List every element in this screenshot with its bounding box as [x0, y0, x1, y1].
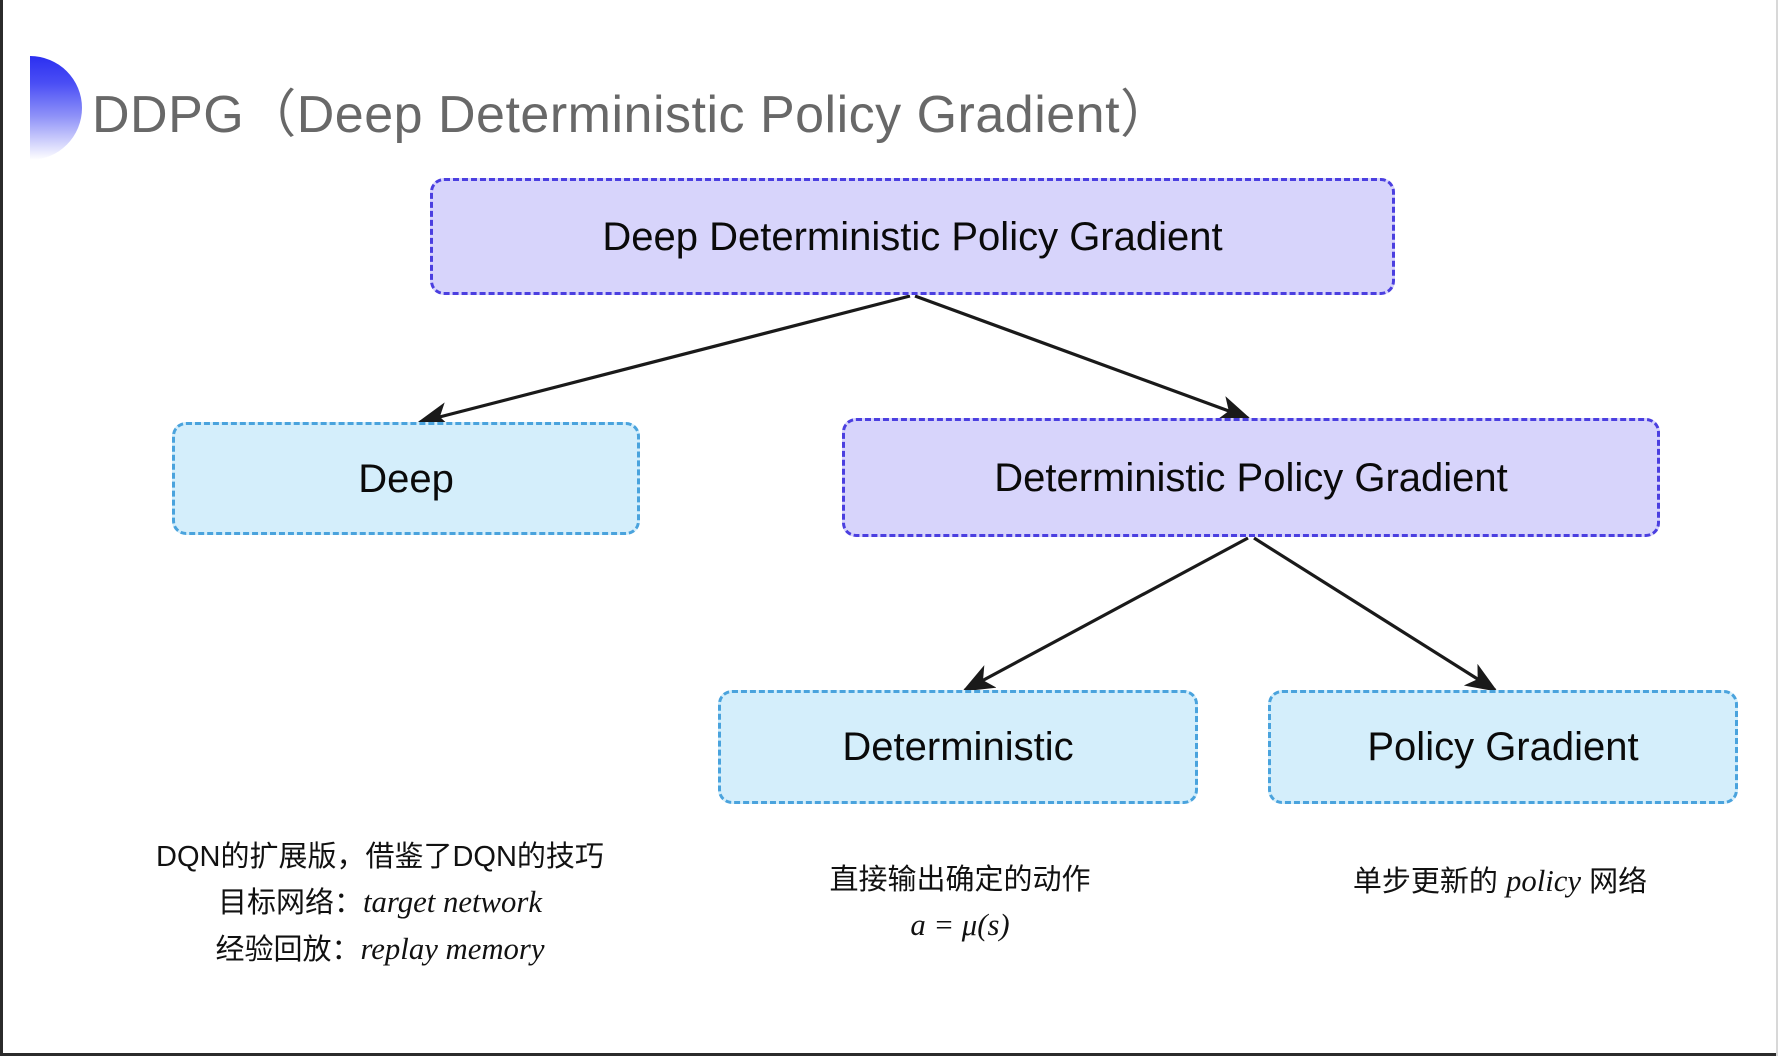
edge-dpg-to-policy-gradient	[1253, 536, 1498, 692]
node-policy-gradient[interactable]: Policy Gradient	[1268, 690, 1738, 804]
caption-deterministic: 直接输出确定的动作 a = μ(s)	[720, 858, 1200, 949]
slide-frame-left-edge	[0, 0, 3, 1056]
caption-deterministic-formula: a = μ(s)	[910, 908, 1010, 943]
page-title: DDPG（Deep Deterministic Policy Gradient）	[92, 86, 1173, 144]
node-deep-deterministic-policy-gradient[interactable]: Deep Deterministic Policy Gradient	[430, 178, 1395, 295]
caption-policy-gradient-line2: policy 网络	[1505, 864, 1648, 898]
caption-deep-line2-term: target network	[363, 885, 542, 920]
caption-policy-gradient-term: policy	[1505, 864, 1582, 898]
caption-deep: DQN的扩展版，借鉴了DQN的技巧 目标网络：target network 经验…	[100, 835, 660, 972]
caption-deterministic-line1: 直接输出确定的动作	[829, 864, 1091, 896]
slide-frame-right-edge	[1776, 0, 1778, 1056]
edge-dpg-to-deterministic	[962, 536, 1249, 692]
edge-root-to-deep	[416, 294, 911, 428]
caption-deep-line1: DQN的扩展版，借鉴了DQN的技巧	[156, 841, 604, 873]
caption-policy-gradient-line1: 单步更新的	[1352, 866, 1498, 898]
caption-deep-line3-term: replay memory	[360, 931, 545, 966]
caption-policy-gradient: 单步更新的 policy 网络	[1290, 858, 1710, 905]
node-deterministic[interactable]: Deterministic	[718, 690, 1198, 804]
edge-root-to-dpg	[914, 294, 1252, 421]
slide-frame-bottom-edge	[0, 1053, 1778, 1056]
caption-deep-line3: 经验回放：replay memory	[100, 926, 660, 973]
half-circle-bullet-icon	[30, 56, 82, 160]
node-deterministic-policy-gradient[interactable]: Deterministic Policy Gradient	[842, 418, 1660, 537]
caption-deep-line2: 目标网络：target network	[100, 879, 660, 926]
node-deep[interactable]: Deep	[172, 422, 640, 535]
caption-deep-line3-label: 经验回放：	[215, 933, 361, 966]
caption-deep-line2-label: 目标网络：	[218, 887, 364, 920]
caption-policy-gradient-suffix: 网络	[1581, 866, 1648, 898]
